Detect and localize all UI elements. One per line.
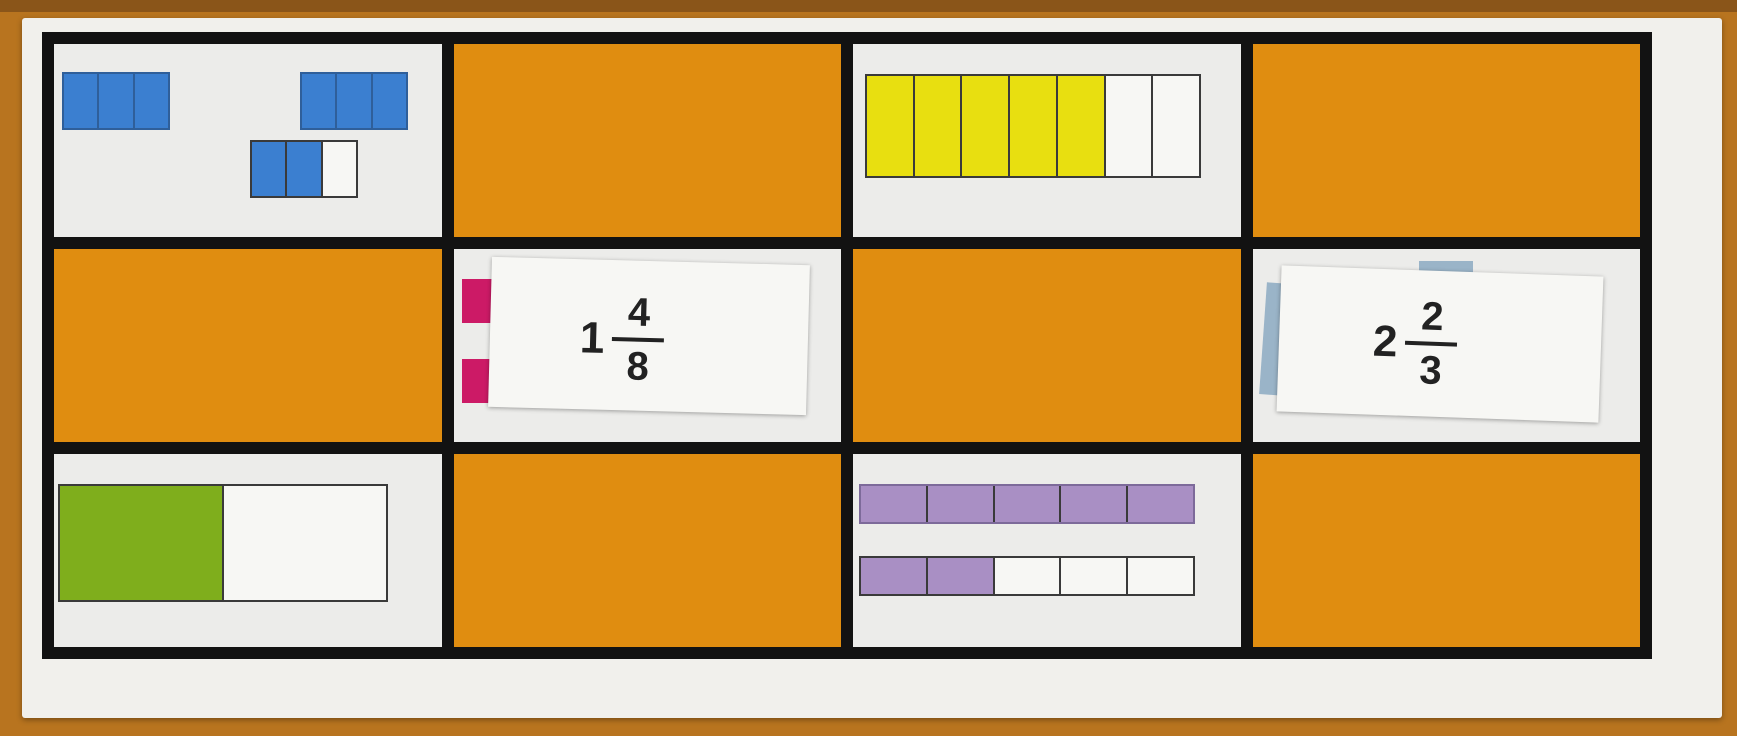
purple-bar-1	[859, 484, 1195, 524]
board-grid: 1 4 8 2 2 3	[42, 32, 1652, 659]
cell-blank[interactable]	[1253, 454, 1641, 647]
cell-blank[interactable]	[454, 454, 842, 647]
cell-blank[interactable]	[454, 44, 842, 237]
numerator: 4	[627, 290, 650, 335]
mixed-number: 2 2 3	[1371, 293, 1459, 394]
green-bar	[58, 484, 388, 602]
cell-purple-bars[interactable]	[853, 454, 1241, 647]
cell-yellow-bar[interactable]	[853, 44, 1241, 237]
magenta-piece	[462, 359, 492, 403]
yellow-bar	[865, 74, 1201, 178]
blue-bar-3	[250, 140, 358, 198]
denominator: 8	[625, 344, 648, 389]
fraction-bar	[612, 337, 664, 342]
cell-blank[interactable]	[1253, 44, 1641, 237]
fraction-card[interactable]: 2 2 3	[1276, 265, 1603, 422]
magenta-piece	[462, 279, 492, 323]
table-edge	[0, 0, 1737, 12]
numerator: 2	[1420, 294, 1444, 339]
denominator: 3	[1418, 348, 1442, 393]
blue-bar-2	[300, 72, 408, 130]
mixed-number: 1 4 8	[578, 289, 665, 389]
whole-number: 1	[579, 313, 605, 364]
cell-blank[interactable]	[54, 249, 442, 442]
cell-fraction-card[interactable]: 1 4 8	[454, 249, 842, 442]
cell-green-bar[interactable]	[54, 454, 442, 647]
whole-number: 2	[1372, 317, 1398, 368]
fraction-card[interactable]: 1 4 8	[488, 257, 810, 415]
fraction-bar	[1405, 341, 1457, 347]
cell-fraction-card[interactable]: 2 2 3	[1253, 249, 1641, 442]
blue-bar-1	[62, 72, 170, 130]
purple-bar-2	[859, 556, 1195, 596]
cell-blue-bars[interactable]	[54, 44, 442, 237]
cell-blank[interactable]	[853, 249, 1241, 442]
